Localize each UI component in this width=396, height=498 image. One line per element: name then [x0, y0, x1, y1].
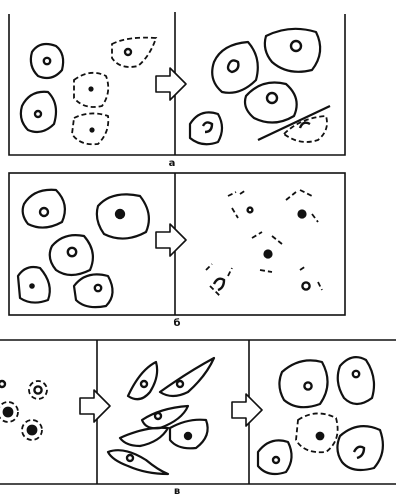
cell: [120, 428, 168, 446]
cell-nucleus: [155, 413, 161, 419]
cell-nucleus: [44, 58, 50, 64]
cell: [112, 38, 156, 67]
panel-c-arrow-2: [232, 394, 262, 426]
cell: [212, 42, 258, 93]
cell-nucleus: [248, 208, 253, 213]
panel-a-right-cells: [190, 29, 330, 144]
cell-nucleus: [184, 432, 192, 440]
cell: [279, 360, 327, 407]
cell-nucleus: [353, 371, 359, 377]
cell: [284, 116, 327, 142]
panel-a-label: а: [169, 158, 176, 169]
panel-b: б: [9, 173, 345, 329]
cell-nucleus: [115, 209, 125, 219]
cell-nucleus: [127, 455, 133, 461]
cell-nucleus: [141, 381, 147, 387]
panel-c-section-1-cells: [0, 381, 47, 440]
cell-nucleus: [263, 249, 272, 258]
panel-c-section-2-cells: [108, 358, 214, 474]
cell-nucleus: [302, 282, 309, 289]
cell: [190, 112, 222, 144]
cell-nucleus: [304, 382, 311, 389]
cell-nucleus: [354, 447, 364, 458]
cell-fragment: [228, 190, 246, 218]
cell: [337, 426, 382, 470]
cell-nucleus: [267, 93, 277, 103]
cell-nucleus: [203, 122, 212, 132]
cell-nucleus: [228, 60, 238, 72]
cell-nucleus: [125, 49, 131, 55]
cell-nucleus: [0, 381, 5, 387]
cell-nucleus: [27, 425, 38, 436]
panel-c: в: [0, 340, 396, 497]
panel-c-frame: [0, 340, 396, 484]
cell: [160, 358, 214, 396]
cell-nucleus: [68, 248, 76, 256]
cell-nucleus: [35, 111, 41, 117]
panel-a-left-cells: [21, 38, 156, 145]
cell-nucleus: [88, 86, 93, 91]
cell: [108, 450, 168, 474]
panel-b-right-cells: [206, 190, 322, 296]
cell-nucleus: [29, 283, 35, 289]
cell-nucleus: [177, 381, 183, 387]
panel-a-arrow: [156, 68, 186, 100]
cell: [29, 381, 47, 399]
panel-c-section-3-cells: [258, 357, 383, 474]
panel-c-arrow-1: [80, 390, 110, 422]
cell-nucleus: [297, 209, 306, 218]
cell: [74, 274, 113, 307]
panel-a: а: [9, 12, 345, 169]
panel-b-left-cells: [18, 190, 149, 307]
cell-nucleus: [316, 432, 325, 441]
cell-nucleus: [89, 127, 94, 132]
cell-nucleus: [40, 208, 48, 216]
cell-nucleus: [95, 285, 101, 291]
cell: [142, 406, 188, 428]
cell: [338, 357, 374, 404]
panel-c-label: в: [174, 486, 180, 497]
cell-nucleus: [3, 407, 14, 418]
cell-nucleus: [273, 457, 279, 463]
panel-b-arrow: [156, 224, 186, 256]
cell-nucleus: [291, 41, 301, 51]
panel-b-label: б: [174, 317, 181, 329]
cell-nucleus: [300, 123, 310, 128]
cell: [31, 44, 63, 78]
cell-nucleus: [214, 279, 224, 290]
cell: [296, 413, 338, 452]
cell-nucleus: [34, 386, 41, 393]
